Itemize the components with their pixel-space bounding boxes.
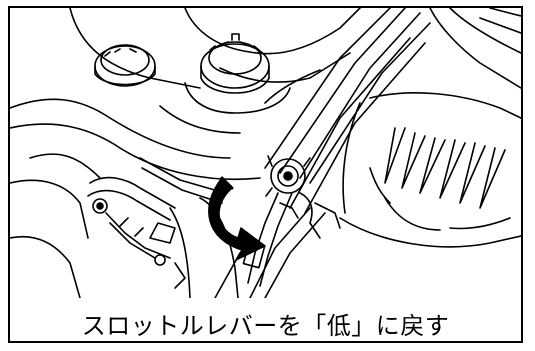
figure-frame: スロットルレバーを「低」に戻す [8, 6, 523, 343]
linkage-assembly [88, 158, 225, 288]
engine-body-outline [10, 8, 521, 298]
figure-caption: スロットルレバーを「低」に戻す [81, 312, 450, 340]
engine-illustration [10, 8, 521, 298]
curved-arrow-icon [209, 178, 265, 260]
filler-cap-icon-right [185, 34, 290, 113]
filler-cap-icon-left [95, 45, 155, 86]
frame-rails [215, 8, 430, 298]
tire-tread-icon [340, 93, 521, 247]
